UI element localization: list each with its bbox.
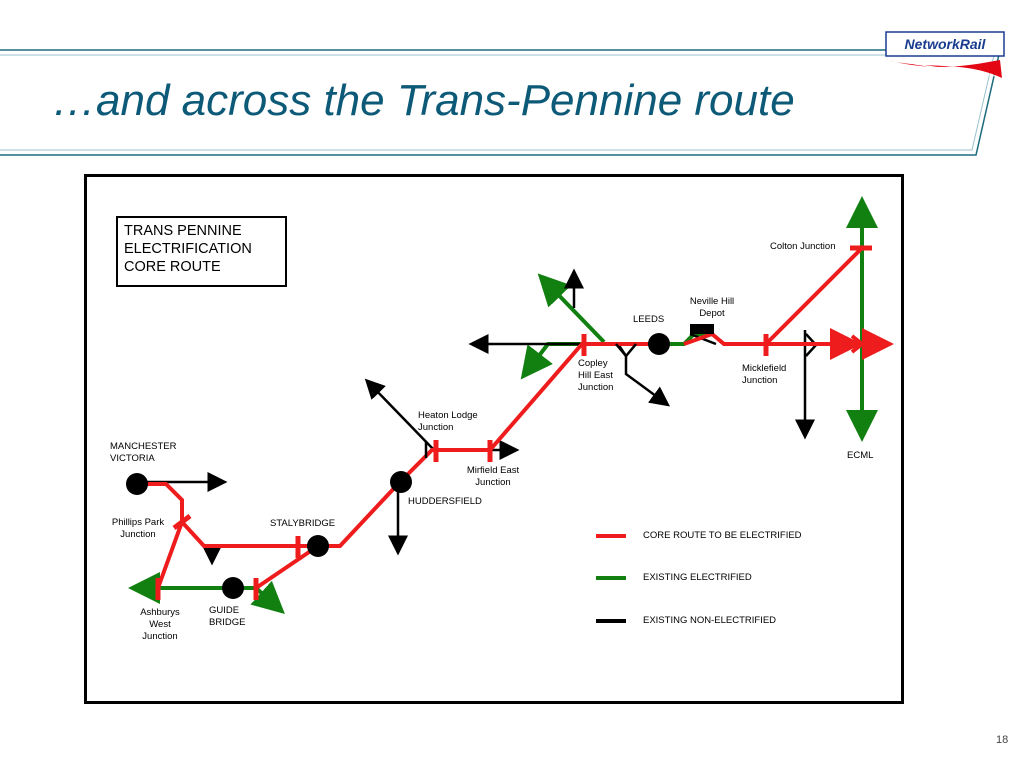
label-guide-bridge-line-1: GUIDE bbox=[209, 605, 240, 616]
label-stalybridge: STALYBRIDGE bbox=[270, 518, 336, 529]
header-outline bbox=[0, 49, 1001, 156]
stations bbox=[126, 333, 670, 599]
label-heaton-lodge-line-2: Junction bbox=[418, 422, 454, 433]
core-route-colton-junction bbox=[764, 246, 864, 346]
diagram-title-line-1: TRANS PENNINE bbox=[124, 223, 242, 239]
label-micklefield-line-1: Micklefield bbox=[742, 363, 787, 374]
neville-hill-depot-block bbox=[690, 324, 714, 334]
label-neville-hill-depot-line-2: Depot bbox=[699, 308, 725, 319]
legend-label-existing-non-electrified: EXISTING NON-ELECTRIFIED bbox=[643, 615, 777, 626]
legend-label-existing-electrified: EXISTING ELECTRIFIED bbox=[643, 572, 752, 583]
station-huddersfield bbox=[390, 471, 412, 493]
label-micklefield-line-2: Junction bbox=[742, 375, 778, 386]
station-guide-bridge bbox=[222, 577, 244, 599]
junction-markers bbox=[155, 245, 872, 600]
logo-swoosh bbox=[888, 60, 1002, 78]
diagram-title-box: TRANS PENNINE ELECTRIFICATION CORE ROUTE bbox=[116, 216, 287, 287]
ecml-crossing-chevron bbox=[850, 334, 866, 354]
core-route-stalybridge-guide-bridge bbox=[254, 544, 320, 590]
label-copley-line-1: Copley bbox=[578, 358, 608, 369]
label-guide-bridge: GUIDE BRIDGE bbox=[209, 605, 245, 629]
legend-swatches bbox=[596, 534, 626, 623]
label-phillips-park-line-1: Phillips Park bbox=[111, 517, 165, 528]
leeds-south-west-electrified-line bbox=[520, 342, 582, 380]
diagram-title-line-3: CORE ROUTE bbox=[124, 259, 221, 275]
label-ashburys-line-1: Ashburys bbox=[140, 607, 180, 618]
leeds-north-west-electrified-line bbox=[537, 273, 606, 344]
logo-text: NetworkRail bbox=[905, 36, 987, 52]
label-phillips-park-line-2: Junction bbox=[120, 529, 156, 540]
station-manchester-victoria bbox=[126, 473, 148, 495]
label-mirfield-line-1: Mirfield East bbox=[466, 465, 520, 476]
label-phillips-park-junction: Phillips Park Junction bbox=[104, 517, 172, 541]
guide-bridge-east-electrified-line bbox=[250, 580, 285, 615]
core-route-phillips-park-spur bbox=[156, 521, 184, 589]
station-leeds bbox=[648, 333, 670, 355]
core-route-leeds-east bbox=[683, 328, 862, 360]
label-copley-line-2: Hill East bbox=[578, 370, 613, 381]
label-heaton-lodge-junction: Heaton Lodge Junction bbox=[418, 410, 478, 434]
label-mirfield-east-junction: Mirfield East Junction bbox=[458, 465, 528, 489]
label-ecml: ECML bbox=[847, 450, 874, 461]
label-manchester-line-2: VICTORIA bbox=[110, 453, 155, 464]
copley-chevron bbox=[615, 343, 637, 358]
diagram-frame bbox=[84, 174, 904, 704]
label-heaton-lodge-line-1: Heaton Lodge bbox=[418, 410, 478, 421]
label-ashburys-line-3: Junction bbox=[142, 631, 178, 642]
network-rail-logo: NetworkRail bbox=[884, 30, 1008, 87]
label-ashburys-west-junction: Ashburys West Junction bbox=[130, 607, 190, 643]
label-manchester-line-1: MANCHESTER bbox=[110, 441, 177, 452]
header-band bbox=[0, 49, 1001, 156]
label-copley-line-3: Junction bbox=[578, 382, 614, 393]
phillips-park-junction-marker bbox=[172, 514, 192, 530]
slide-title: …and across the Trans-Pennine route bbox=[52, 76, 795, 125]
label-micklefield-junction: Micklefield Junction bbox=[742, 363, 786, 387]
label-manchester-victoria: MANCHESTER VICTORIA bbox=[110, 441, 177, 465]
label-ashburys-line-2: West bbox=[149, 619, 171, 630]
station-stalybridge bbox=[307, 535, 329, 557]
diagram-title-line-2: ELECTRIFICATION bbox=[124, 241, 252, 257]
label-guide-bridge-line-2: BRIDGE bbox=[209, 617, 246, 628]
label-leeds: LEEDS bbox=[633, 314, 665, 325]
black-chevrons bbox=[424, 343, 637, 458]
label-copley-hill-east-junction: Copley Hill East Junction bbox=[578, 358, 613, 394]
label-neville-hill-depot-line-1: Neville Hill bbox=[689, 296, 735, 307]
label-colton-junction: Colton Junction bbox=[770, 241, 836, 252]
legend-label-core-route: CORE ROUTE TO BE ELECTRIFIED bbox=[643, 530, 802, 541]
page-number: 18 bbox=[996, 734, 1009, 746]
heaton-lodge-non-electrified-line bbox=[364, 378, 435, 451]
label-neville-hill-depot: Neville Hill Depot bbox=[684, 296, 740, 320]
logo-swoosh-2 bbox=[913, 63, 997, 77]
header-outline-inner bbox=[0, 54, 995, 151]
label-mirfield-line-2: Junction bbox=[475, 477, 511, 488]
label-huddersfield: HUDDERSFIELD bbox=[408, 496, 482, 507]
